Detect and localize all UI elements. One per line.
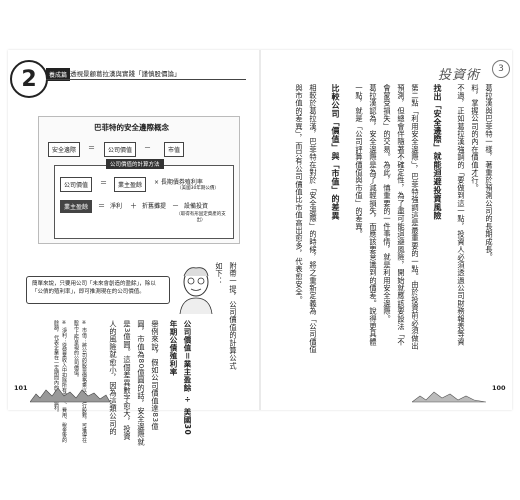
diagram-company-value: 公司價值	[104, 142, 137, 157]
diagram-equals: ＝	[88, 144, 95, 152]
left-col-1: 如下：	[215, 262, 224, 286]
right-page-number: 100	[492, 384, 506, 392]
left-col-3: 公司價值＝業主盈餘 ÷ 美國30	[183, 320, 192, 436]
formula-capex: 設備投資	[184, 203, 209, 210]
right-col-9: 相較於葛拉漢，巴菲特在對於「安全邊際」的時候，將之重新定義為「公司價值	[309, 84, 318, 354]
formula-equals-2: ＝	[98, 202, 105, 210]
footnote-4: 餘額，代表企業在一定期間內的最終盈利。	[53, 320, 59, 415]
left-page-number: 101	[14, 384, 28, 392]
buffett-portrait-icon	[179, 267, 213, 314]
right-col-3: 不過，正如葛拉漢強調的「要做到這一點，投資人必須透過公司財務報表等資	[457, 84, 466, 346]
right-col-7: 葛拉漢認為，安全邊際是為了減輕損失，而應該要意識到的價差。說得更具體	[369, 84, 378, 346]
right-col-6: 會蒙受損失」的交易。為此，慎重要的一件事情，就是利用安全邊際。	[383, 84, 392, 323]
formula-heading: 公司價值的計算方法	[106, 159, 164, 169]
left-col-5: 舉例來說，假如公司價值達83億	[151, 320, 160, 431]
formula-capex-note: （取得有形固定資產的支出）	[176, 212, 226, 223]
chapter-rule	[46, 79, 246, 80]
formula-equals: ＝	[100, 179, 107, 187]
formula-multiplier-note: （美國30年期公債）	[177, 186, 219, 191]
book-gutter	[259, 50, 261, 410]
right-col-4: 第二點「利用安全邊際」，巴菲特強調這是最重要的一點。由於投資前必須做出	[411, 84, 420, 350]
left-footer-skyline-icon	[30, 387, 110, 403]
diagram-safety-margin: 安全邊際	[48, 142, 81, 157]
right-col-8: 一點，就是「公司評算價值與市值」的差異。	[355, 84, 364, 238]
left-col-4: 年期公債殖利率	[169, 320, 178, 376]
right-heading-2: 比較公司「價值」與「市值」的差異	[331, 84, 340, 220]
chapter-title: 透視景顧葛拉漢與實踐「謹慎股價論」	[70, 70, 181, 78]
formula-minus: －	[172, 202, 179, 210]
book-spread: 2 養成篇 透視景顧葛拉漢與實踐「謹慎股價論」 巴菲特的安全邊際概念 安全邊際 …	[8, 50, 512, 446]
right-deco-number: 3	[492, 60, 510, 78]
formula-net-income: 淨利	[110, 203, 123, 210]
right-heading-1: 找出「安全邊際」就能迴避投資風險	[433, 84, 442, 220]
right-col-5: 預測，但總會伴隨著不確定性，為了盡可能迴避風險，開始就應該要設法「不	[397, 84, 406, 346]
chapter-label: 養成篇	[46, 68, 71, 81]
diagram-title: 巴菲特的安全邊際概念	[94, 123, 169, 132]
left-col-2: 附帶一提，公司價值的計算公式	[229, 262, 238, 370]
diagram-market-value: 市值	[164, 142, 185, 157]
formula-owner-earnings-2: 業主盈餘	[60, 200, 93, 213]
formula-plus: ＋	[130, 202, 137, 210]
right-footer-skyline-icon	[412, 391, 486, 403]
formula-multiplier: × 長期債券殖利率	[154, 179, 203, 186]
chapter-number: 2	[21, 66, 37, 92]
left-col-8: 人的風險就愈小，因為這類公司的	[109, 320, 118, 436]
speech-bubble: 簡單來說，只要用公司「未來會創造的盈餘」，除以「公債的殖利率」，即可推測現在的公…	[26, 276, 170, 304]
left-col-6: 圓，市值為80億圓的話，安全邊際就	[137, 320, 146, 446]
left-col-7: 是3億圓。這個差異數字愈大，投資	[123, 320, 132, 441]
right-col-1: 葛拉漢與巴菲特一樣，著重於預測公司的長期成長。	[485, 84, 494, 262]
formula-owner-earnings: 業主盈餘	[114, 177, 147, 192]
right-col-2: 料，掌握公司的內在價值才行。	[471, 84, 480, 192]
formula-company-value: 公司價值	[60, 177, 93, 192]
chapter-number-badge: 2	[10, 60, 48, 98]
footnote-2: 股市上所呈現的公司價值。	[73, 320, 79, 380]
formula-depreciation: 折舊攤提	[142, 203, 167, 210]
diagram-minus: －	[144, 144, 151, 152]
right-col-10: 與市值的差異」，而只有公司價值比市值高出愈多，代表愈安全。	[295, 84, 304, 304]
footnote-3: ※ 淨利：從營業收入中扣除所有成本、費用、稅金後的	[61, 320, 67, 443]
right-deco-title: 投資術	[438, 68, 481, 83]
footnote-1: ※ 市值：將公司的股票價格乘以已發行股數，可獲得在	[81, 320, 87, 443]
